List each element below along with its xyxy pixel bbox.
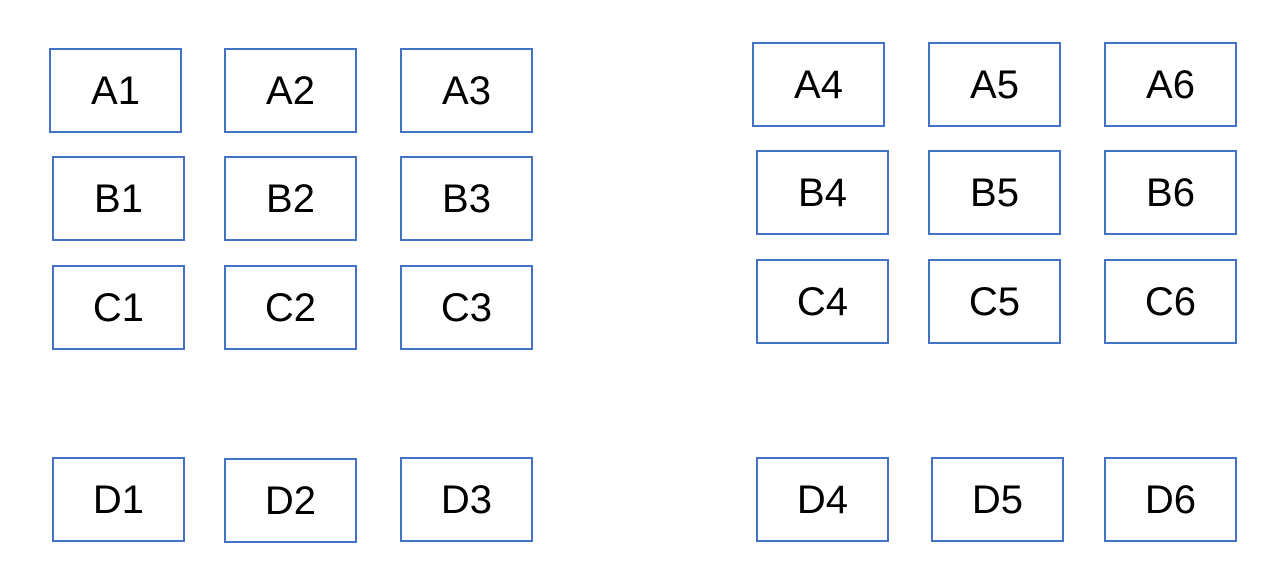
box-c1: C1 [52,265,185,350]
box-c6: C6 [1104,259,1237,344]
box-b5: B5 [928,150,1061,235]
box-a3: A3 [400,48,533,133]
box-c2: C2 [224,265,357,350]
box-d5: D5 [931,457,1064,542]
box-c4: C4 [756,259,889,344]
box-a5: A5 [928,42,1061,127]
box-d6: D6 [1104,457,1237,542]
box-b4: B4 [756,150,889,235]
box-d3: D3 [400,457,533,542]
box-a4: A4 [752,42,885,127]
box-c3: C3 [400,265,533,350]
box-b1: B1 [52,156,185,241]
box-b2: B2 [224,156,357,241]
box-c5: C5 [928,259,1061,344]
box-d2: D2 [224,458,357,543]
box-b6: B6 [1104,150,1237,235]
box-a2: A2 [224,48,357,133]
box-d4: D4 [756,457,889,542]
box-b3: B3 [400,156,533,241]
box-a6: A6 [1104,42,1237,127]
box-d1: D1 [52,457,185,542]
box-a1: A1 [49,48,182,133]
